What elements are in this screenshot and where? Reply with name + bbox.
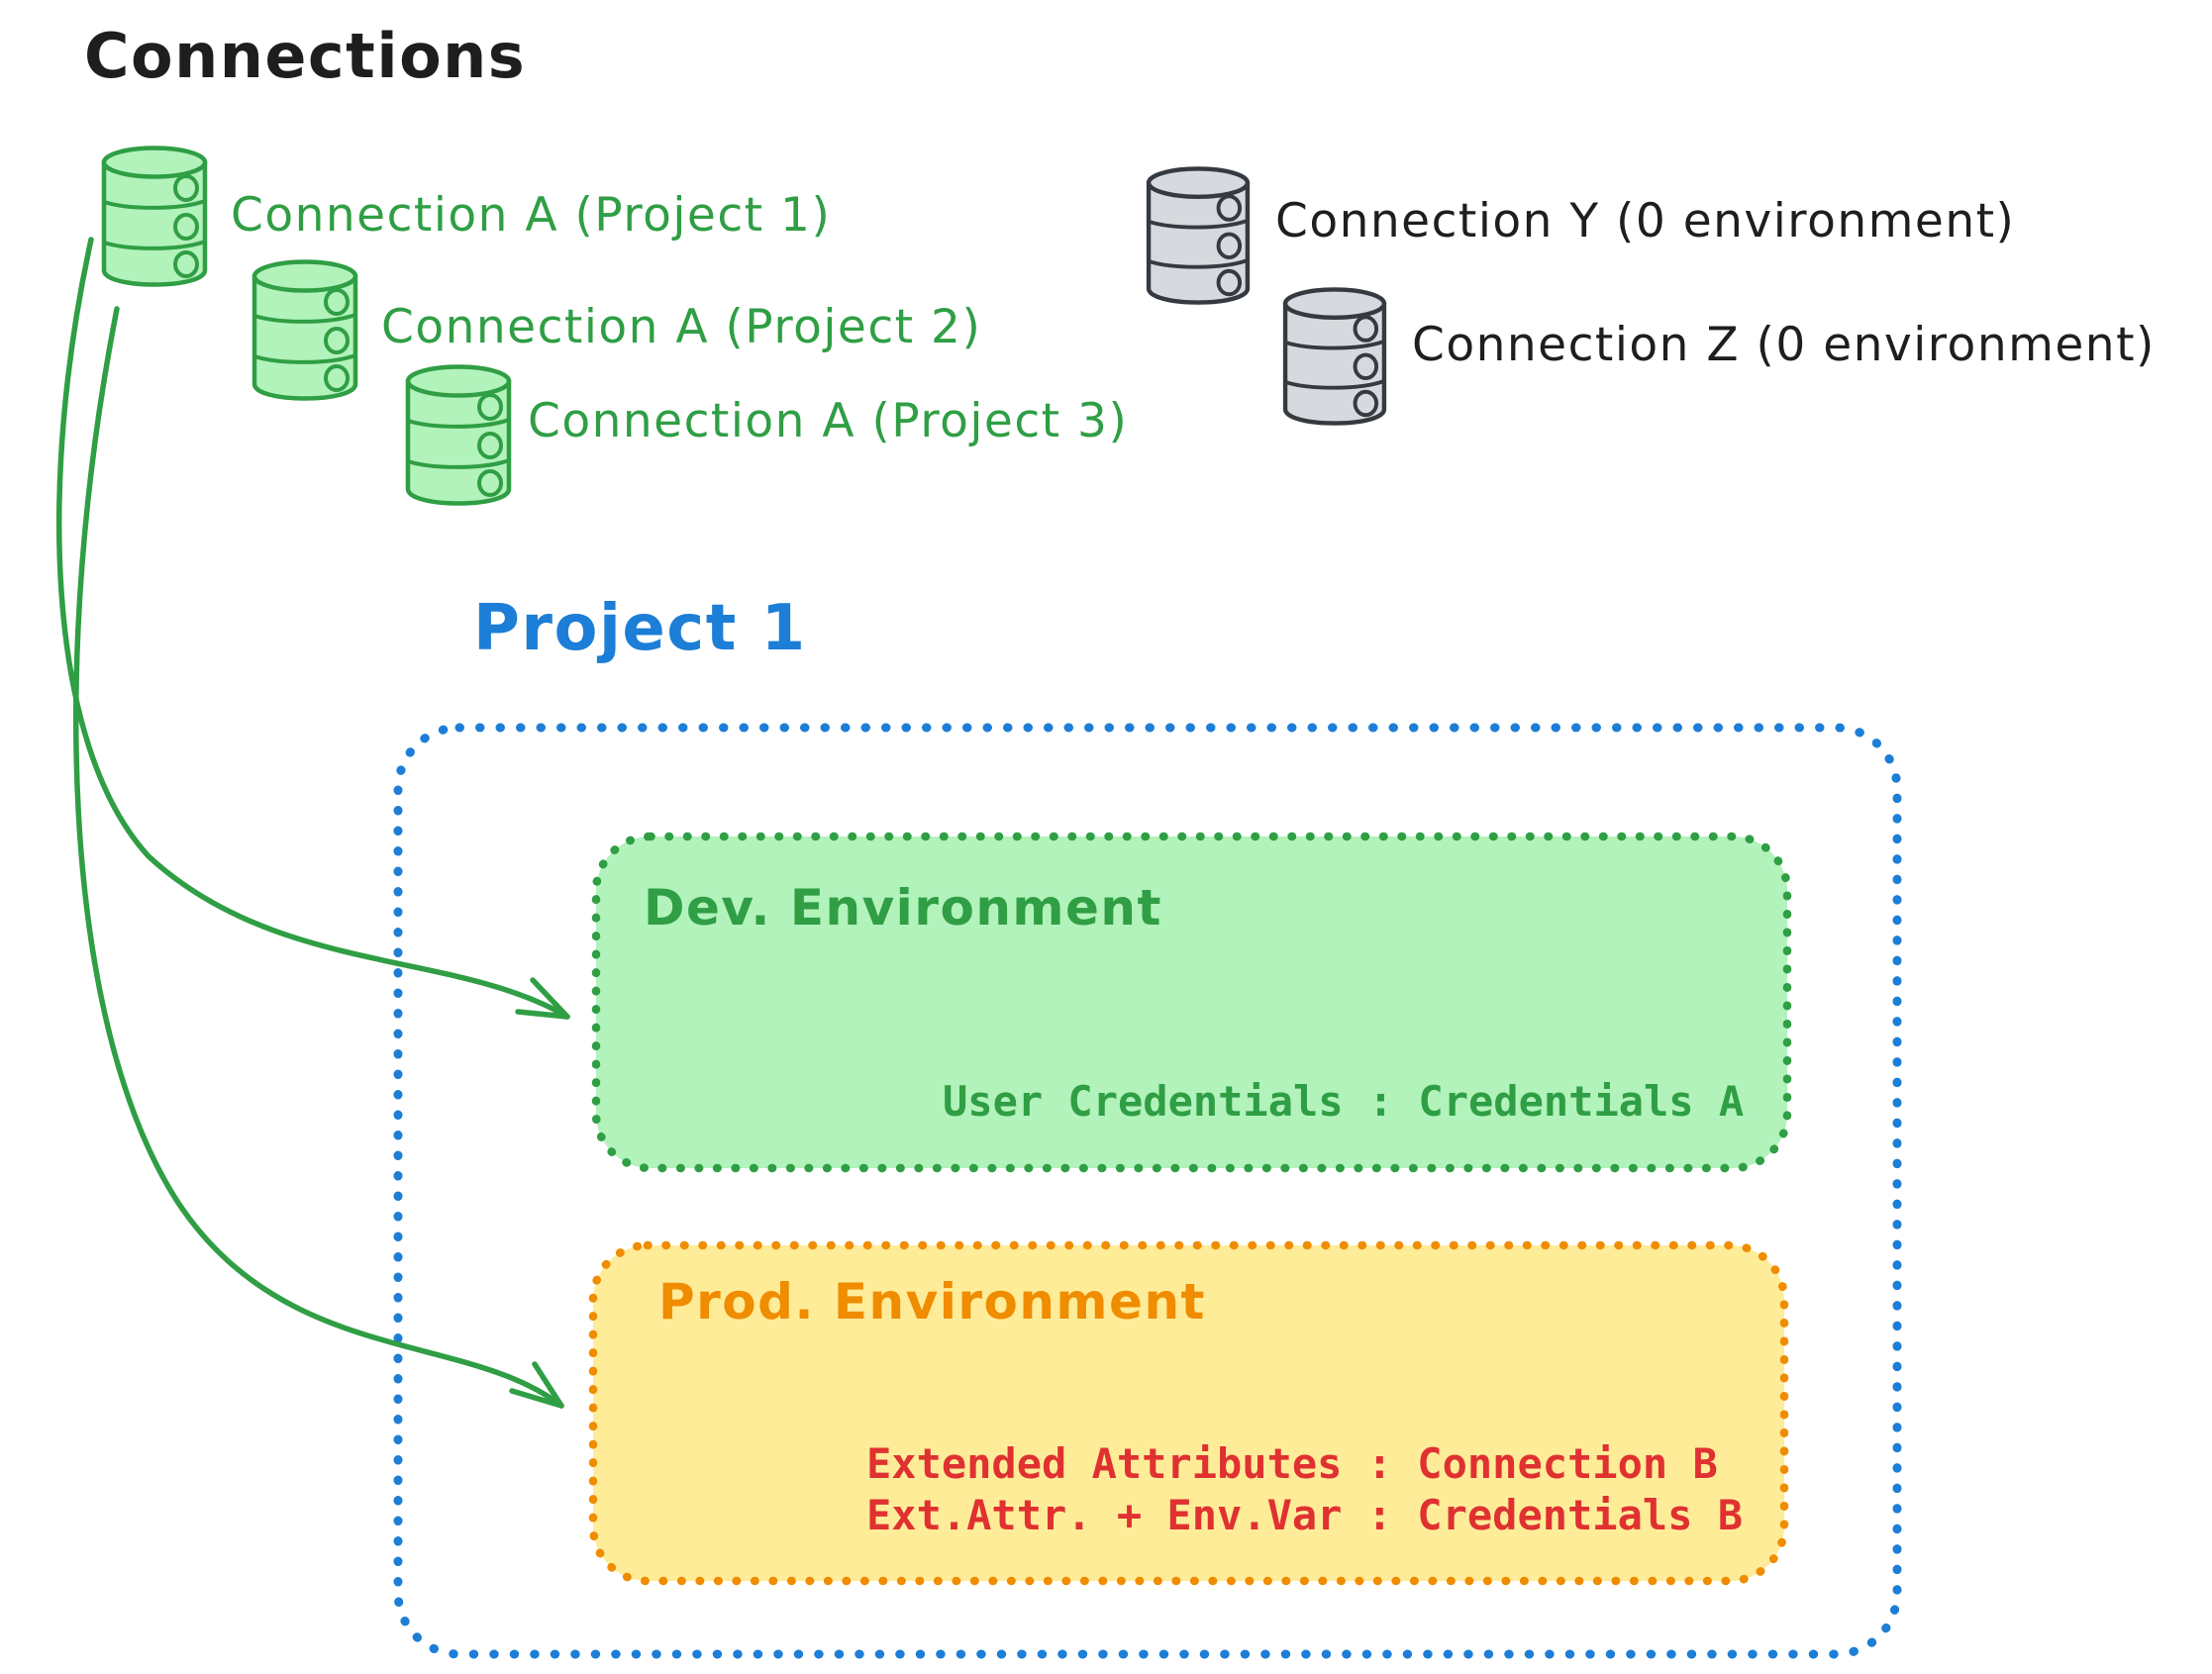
prod-attributes-line-2: Ext.Attr. + Env.Var : Credentials B [866, 1491, 1744, 1539]
prod-environment-title: Prod. Environment [658, 1273, 1206, 1330]
connection-y-label: Connection Y (0 environment) [1275, 194, 2016, 248]
database-icon-connection-a-project-2 [250, 259, 360, 401]
project-1-title: Project 1 [473, 592, 807, 665]
page-title: Connections [84, 20, 527, 92]
database-icon-connection-z [1280, 287, 1389, 426]
connection-z-label: Connection Z (0 environment) [1412, 318, 2156, 372]
connection-a-project-3-label: Connection A (Project 3) [528, 394, 1129, 448]
prod-attributes-lines: Extended Attributes : Connection B Ext.A… [866, 1438, 1743, 1541]
connection-a-project-1-label: Connection A (Project 1) [231, 188, 832, 243]
database-icon-connection-a-project-1 [99, 146, 210, 287]
dev-environment-box [591, 832, 1792, 1173]
prod-environment-box [588, 1240, 1789, 1586]
database-icon-connection-a-project-3 [403, 364, 514, 506]
prod-attributes-line-1: Extended Attributes : Connection B [866, 1439, 1718, 1488]
project-1-container-box [393, 723, 1902, 1659]
database-icon-connection-y [1144, 166, 1253, 305]
arrow-connection-a-to-prod [73, 306, 564, 1409]
connection-a-project-2-label: Connection A (Project 2) [381, 300, 982, 354]
dev-credentials-line: User Credentials : Credentials A [943, 1077, 1745, 1126]
arrow-connection-a-to-dev [55, 237, 570, 1020]
dev-environment-title: Dev. Environment [644, 879, 1162, 936]
